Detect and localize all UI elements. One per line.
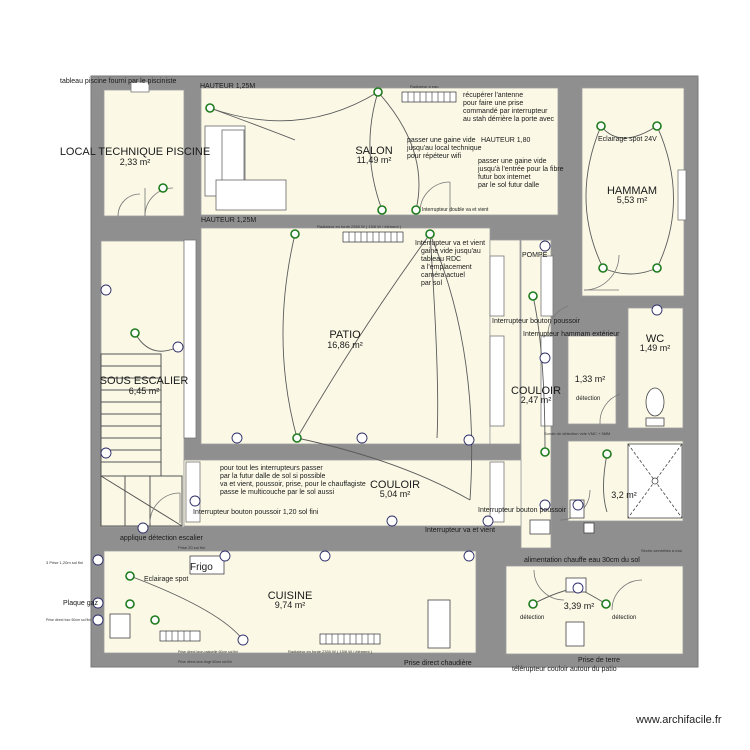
watermark: www.archifacile.fr xyxy=(635,714,722,726)
room-area-salon: 11,49 m² xyxy=(357,155,392,165)
room-name-wc: WC xyxy=(646,333,664,345)
room-area-3-39: 3,39 m² xyxy=(564,601,595,611)
note-hauteur-180: HAUTEUR 1,80 xyxy=(481,137,531,144)
note-gaine-wifi: passer une gaine vide jusqu'au local tec… xyxy=(406,137,483,160)
note-alimentation-chauffe-eau: alimentation chauffe eau 30cm du sol xyxy=(524,557,640,564)
floor-local-technique xyxy=(103,89,185,217)
windows xyxy=(130,81,687,523)
room-name-hammam: HAMMAM xyxy=(607,185,657,197)
note-interrupteur-double: Interrupteur double va et vient xyxy=(422,207,489,213)
wiring xyxy=(129,91,674,641)
note-prise-120: 3 Prise 1,20m sol fini xyxy=(46,560,83,565)
building-bottom-right-notch xyxy=(697,76,698,77)
note-interrupteur-hammam: Interrupteur hammam extérieur xyxy=(523,331,620,338)
floor-couloir-bottom xyxy=(183,459,522,527)
note-detection-1: détection xyxy=(576,396,600,402)
note-antenne: récupérer l'antenne pour faire une prise… xyxy=(463,92,555,123)
note-plaque-gaz: Plaque gaz xyxy=(63,600,99,607)
room-name-patio: PATIO xyxy=(329,329,361,341)
stove xyxy=(109,613,131,639)
note-seche-serviettes: Sèche-serviettes à eau xyxy=(641,548,682,553)
note-hauteur-top: HAUTEUR 1,25M xyxy=(200,83,255,90)
note-detection-2: détection xyxy=(520,615,544,621)
room-name-cuisine: CUISINE xyxy=(268,590,313,602)
room-name-local-technique: LOCAL TECHNIQUE PISCINE xyxy=(60,146,210,158)
note-frigo: Frigo xyxy=(190,562,213,573)
room-area-couloir-bottom: 5,04 m² xyxy=(380,489,411,499)
note-telerupteur: télérupteur couloir autour du patio xyxy=(512,666,617,673)
room-name-couloir-bottom: COULOIR xyxy=(370,479,420,491)
room-area-couloir-right: 2,47 m² xyxy=(521,395,552,405)
room-area-local-technique: 2,33 m² xyxy=(120,157,151,167)
note-eclairage-spot: Eclairage spot xyxy=(144,576,188,583)
staircase xyxy=(100,353,183,527)
note-detection-3: détection xyxy=(612,615,636,621)
room-area-hammam: 5,53 m² xyxy=(617,195,648,205)
room-area-1-33: 1,33 m² xyxy=(575,374,606,384)
room-area-patio: 16,86 m² xyxy=(327,340,363,350)
note-eclairage-spot-24v: Eclairage spot 24V xyxy=(598,136,657,143)
room-floors xyxy=(100,87,685,655)
note-prise-lave-linge: Prise direct lave-linge 60cm sol fini xyxy=(178,660,232,664)
note-radiateur-patio: Radiateur en fonte 2350 W ( 15/6 W / élé… xyxy=(317,224,402,229)
note-gaine-fibre: passer une gaine vide jusqu'à l'entrée p… xyxy=(477,158,566,189)
toilet xyxy=(645,387,665,417)
radiator-fins xyxy=(165,92,451,644)
salon-bench xyxy=(204,125,287,211)
note-prise-de-terre: Prise de terre xyxy=(578,657,620,664)
room-area-wc: 1,49 m² xyxy=(640,343,671,353)
note-interrupteurs-block: pour tout les interrupteurs passer par l… xyxy=(220,465,368,496)
note-prise-20: Prise 20 sol fini xyxy=(178,545,205,550)
room-name-salon: SALON xyxy=(355,145,392,157)
floor-3-39 xyxy=(505,565,684,655)
note-pompe: POMPE xyxy=(522,252,548,259)
room-name-couloir-right: COULOIR xyxy=(511,385,561,397)
note-prise-direct-four: Prise direct four 60cm sol fini xyxy=(46,618,91,622)
note-applique: applique détection escalier xyxy=(120,535,204,542)
boiler xyxy=(427,599,451,649)
floor-small-1-33 xyxy=(567,335,617,425)
room-area-cuisine: 9,74 m² xyxy=(275,600,306,610)
note-sonde: Sonde de détection vide VMC + 5MM xyxy=(544,431,610,436)
note-tableau-piscine: tableau piscine fourni par le pisciniste xyxy=(60,78,176,85)
sockets xyxy=(92,240,663,646)
room-area-3-2: 3,2 m² xyxy=(611,490,637,500)
note-prise-direct-chaudiere: Prise direct chaudière xyxy=(404,660,472,667)
light-fixtures xyxy=(125,87,662,625)
note-interrupteur-bouton-poussoir-2: Interrupteur bouton poussoir xyxy=(478,507,567,514)
note-interrupteur-bouton-poussoir-120: Interrupteur bouton poussoir 1,20 sol fi… xyxy=(193,509,319,516)
room-area-sous-escalier: 6,45 m² xyxy=(129,386,160,396)
note-interrupteur-bouton-poussoir-1: Interrupteur bouton poussoir xyxy=(492,318,581,325)
note-radiateur-cuisine: Radiateur en fonte 2350 W ( 15/6 W / élé… xyxy=(288,649,373,654)
fridge xyxy=(189,555,225,575)
room-name-sous-escalier: SOUS ESCALIER xyxy=(100,375,189,387)
note-interrupteur-va-vient-block: Interrupteur va et vient gaine vide jusq… xyxy=(415,240,487,287)
note-hauteur-bottom: HAUTEUR 1,25M xyxy=(201,217,256,224)
note-interrupteur-va-vient: Interrupteur va et vient xyxy=(425,527,495,534)
note-prise-lave-vaisselle: Prise direct lave-vaisselle 60cm sol fin… xyxy=(178,650,238,654)
fixtures xyxy=(109,387,683,649)
note-radiateur-top: Radiateur à eau xyxy=(410,84,438,89)
